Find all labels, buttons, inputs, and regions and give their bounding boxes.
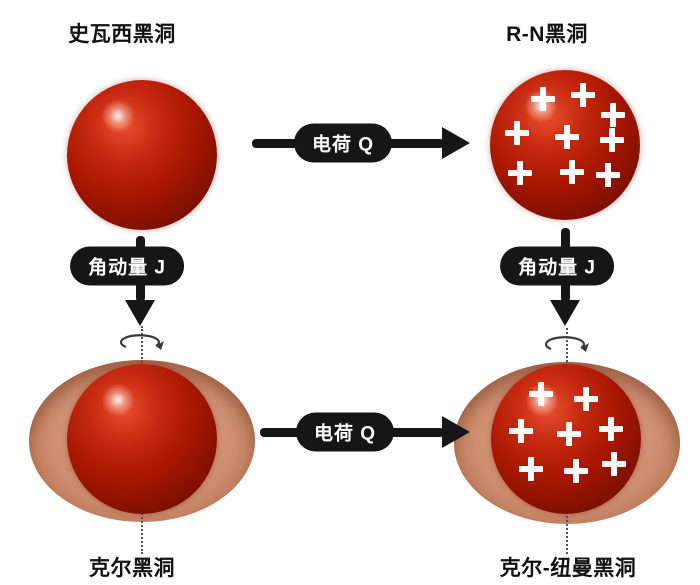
charge-plus-icon bbox=[557, 422, 581, 446]
charge-plus-icon bbox=[571, 83, 595, 107]
charge-plus-icon bbox=[599, 417, 623, 441]
label-kerr-newman-black-hole: 克尔-纽曼黑洞 bbox=[499, 557, 637, 580]
arrow-angular-left-label: 角动量 J bbox=[70, 246, 184, 286]
label-rn-black-hole: R-N黑洞 bbox=[506, 23, 588, 46]
rn-sphere bbox=[490, 70, 640, 220]
arrow-charge-bottom-label: 电荷 Q bbox=[295, 412, 395, 452]
charge-plus-icon bbox=[505, 121, 529, 145]
rotation-arrow-icon bbox=[544, 336, 589, 352]
rotation-arrow-icon bbox=[119, 334, 164, 350]
charge-plus-icon bbox=[555, 125, 579, 149]
charge-plus-icon bbox=[509, 419, 533, 443]
arrowhead-right-icon bbox=[442, 127, 470, 159]
charge-plus-icon bbox=[602, 452, 626, 476]
charge-plus-icon bbox=[560, 160, 584, 184]
charge-plus-icon bbox=[519, 457, 543, 481]
schwarzschild-sphere bbox=[67, 80, 217, 230]
arrow-angular-right-label: 角动量 J bbox=[500, 246, 614, 286]
label-schwarzschild-black-hole: 史瓦西黑洞 bbox=[68, 23, 176, 46]
kerr-newman-sphere bbox=[491, 364, 641, 514]
charge-plus-icon bbox=[529, 382, 553, 406]
charge-plus-icon bbox=[601, 103, 625, 127]
arrow-charge-top-label: 电荷 Q bbox=[293, 123, 393, 163]
arrowhead-right-icon bbox=[442, 416, 470, 448]
kerr-sphere bbox=[67, 364, 217, 514]
label-kerr-black-hole: 克尔黑洞 bbox=[89, 557, 175, 580]
charge-plus-icon bbox=[600, 128, 624, 152]
arrowhead-down-icon bbox=[550, 300, 580, 326]
charge-plus-icon bbox=[508, 161, 532, 185]
arrowhead-down-icon bbox=[125, 300, 155, 326]
charge-plus-icon bbox=[531, 87, 555, 111]
charge-plus-icon bbox=[574, 387, 598, 411]
charge-plus-icon bbox=[564, 459, 588, 483]
charge-plus-icon bbox=[596, 163, 620, 187]
